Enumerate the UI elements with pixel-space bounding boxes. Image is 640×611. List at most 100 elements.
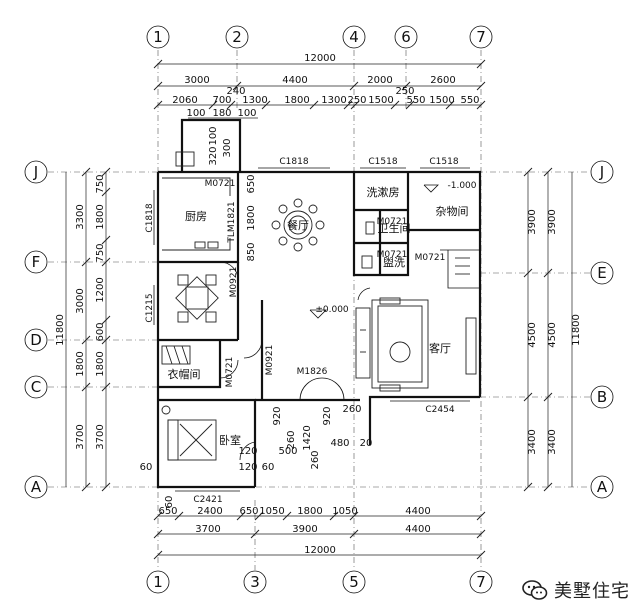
svg-text:700: 700	[212, 95, 231, 106]
svg-text:M0721: M0721	[377, 217, 408, 227]
bottom-dimensions: 650 2400 650 1050 1800 1050 4400 3700 39…	[153, 506, 486, 560]
svg-text:D: D	[30, 331, 42, 349]
toilet	[361, 221, 375, 269]
svg-text:3: 3	[250, 573, 260, 591]
grid-bubble-1-bottom: 1	[146, 570, 170, 594]
room-laundry: 洗漱房	[367, 186, 400, 199]
grid-bubble-A-right: A	[590, 475, 614, 499]
svg-text:1500: 1500	[368, 95, 393, 106]
dining-table	[271, 198, 325, 252]
watermark: 美墅住宅	[522, 577, 630, 603]
svg-text:M0721: M0721	[415, 253, 446, 263]
svg-text:C1518: C1518	[429, 157, 458, 167]
svg-text:1500: 1500	[429, 95, 454, 106]
grid-bubble-D-left: D	[24, 328, 48, 352]
svg-text:1300: 1300	[242, 95, 267, 106]
floor-level-marks	[309, 184, 439, 319]
svg-text:480: 480	[330, 438, 349, 449]
svg-text:2: 2	[232, 28, 242, 46]
sofa-set	[355, 297, 429, 392]
svg-text:260: 260	[342, 404, 361, 415]
svg-text:100: 100	[208, 126, 219, 145]
svg-text:7: 7	[476, 28, 486, 46]
svg-text:1800: 1800	[95, 351, 106, 376]
svg-text:1300: 1300	[321, 95, 346, 106]
kitchen-counter	[162, 151, 231, 251]
svg-text:C1818: C1818	[279, 157, 308, 167]
svg-text:60: 60	[262, 462, 275, 473]
grid-bubble-5-bottom: 5	[342, 570, 366, 594]
grid-bubble-4-top: 4	[342, 25, 366, 49]
svg-text:11800: 11800	[55, 314, 66, 346]
svg-text:F: F	[32, 253, 41, 271]
svg-text:3700: 3700	[195, 524, 220, 535]
svg-text:C2421: C2421	[193, 495, 222, 505]
grid-bubble-7-top: 7	[469, 25, 493, 49]
grid-bubble-B-right: B	[590, 385, 614, 409]
svg-text:3700: 3700	[75, 424, 86, 449]
svg-text:1420: 1420	[302, 425, 313, 450]
svg-text:2600: 2600	[430, 75, 455, 86]
grid-bubble-J-right: J	[590, 160, 614, 184]
svg-text:120: 120	[238, 446, 257, 457]
svg-text:1050: 1050	[259, 506, 284, 517]
room-cloakroom: 衣帽间	[168, 367, 201, 381]
svg-text:M0721: M0721	[377, 250, 408, 260]
door-swings	[219, 261, 371, 461]
svg-text:E: E	[597, 264, 606, 282]
svg-text:4: 4	[349, 28, 359, 46]
top-dimensions: 12000 3000 4400 2000 2600 2060 700 1300 …	[153, 53, 486, 119]
svg-text:650: 650	[239, 506, 258, 517]
svg-text:1800: 1800	[297, 506, 322, 517]
grid-bubbles-left: J F D C A	[24, 160, 48, 499]
svg-text:4400: 4400	[282, 75, 307, 86]
svg-text:3000: 3000	[75, 288, 86, 313]
svg-text:300: 300	[222, 138, 233, 157]
svg-text:1050: 1050	[332, 506, 357, 517]
svg-text:100: 100	[237, 108, 256, 119]
svg-text:±0.000: ±0.000	[315, 305, 349, 315]
opening-codes: C1818 C1518 C1518 -1.000 ±0.000 M0721 M0…	[145, 157, 477, 505]
room-dining: 餐厅	[287, 218, 309, 232]
svg-text:3300: 3300	[75, 204, 86, 229]
svg-text:600: 600	[95, 322, 106, 341]
walls	[153, 118, 482, 492]
svg-text:C1215: C1215	[145, 293, 155, 322]
svg-text:6: 6	[401, 28, 411, 46]
room-bedroom: 卧室	[219, 433, 241, 447]
svg-text:500: 500	[278, 446, 297, 457]
svg-text:M1826: M1826	[297, 367, 328, 377]
grid-bubble-C-left: C	[24, 375, 48, 399]
room-washroom: 盥洗	[383, 256, 405, 269]
svg-text:11800: 11800	[571, 314, 582, 346]
svg-text:-1.000: -1.000	[447, 181, 476, 191]
svg-text:2000: 2000	[367, 75, 392, 86]
svg-text:3700: 3700	[95, 424, 106, 449]
svg-text:650: 650	[246, 174, 257, 193]
grid-bubbles-right: J E B A	[590, 160, 614, 499]
grid-bubble-E-right: E	[590, 261, 614, 285]
room-toilet: 卫生间	[378, 221, 411, 235]
svg-text:550: 550	[460, 95, 479, 106]
room-labels: 厨房 餐厅 洗漱房 杂物间 卫生间 盥洗 客厅 衣帽间 卧室	[168, 186, 469, 447]
svg-text:180: 180	[212, 108, 231, 119]
svg-text:260: 260	[310, 450, 321, 469]
svg-text:TLM1821: TLM1821	[227, 201, 237, 243]
grid-bubbles-top: 1 2 4 6 7	[146, 25, 493, 49]
svg-text:3400: 3400	[527, 429, 538, 454]
inner-dimensions: 650 1800 850 100 320 300 920 920 1420 26…	[140, 126, 373, 508]
svg-text:100: 100	[186, 108, 205, 119]
svg-text:260: 260	[286, 430, 297, 449]
svg-text:3900: 3900	[547, 209, 558, 234]
grid-bubble-F-left: F	[24, 250, 48, 274]
grid-bubble-3-bottom: 3	[243, 570, 267, 594]
left-dimensions: 11800 3300 3000 1800 3700 750 1800 750 1…	[55, 167, 111, 492]
svg-text:4500: 4500	[527, 322, 538, 347]
svg-text:3000: 3000	[184, 75, 209, 86]
svg-text:920: 920	[322, 406, 333, 425]
svg-text:C1818: C1818	[145, 203, 155, 232]
svg-text:2400: 2400	[197, 506, 222, 517]
room-kitchen: 厨房	[185, 210, 207, 223]
grid-bubble-7-bottom: 7	[469, 570, 493, 594]
svg-text:1800: 1800	[284, 95, 309, 106]
